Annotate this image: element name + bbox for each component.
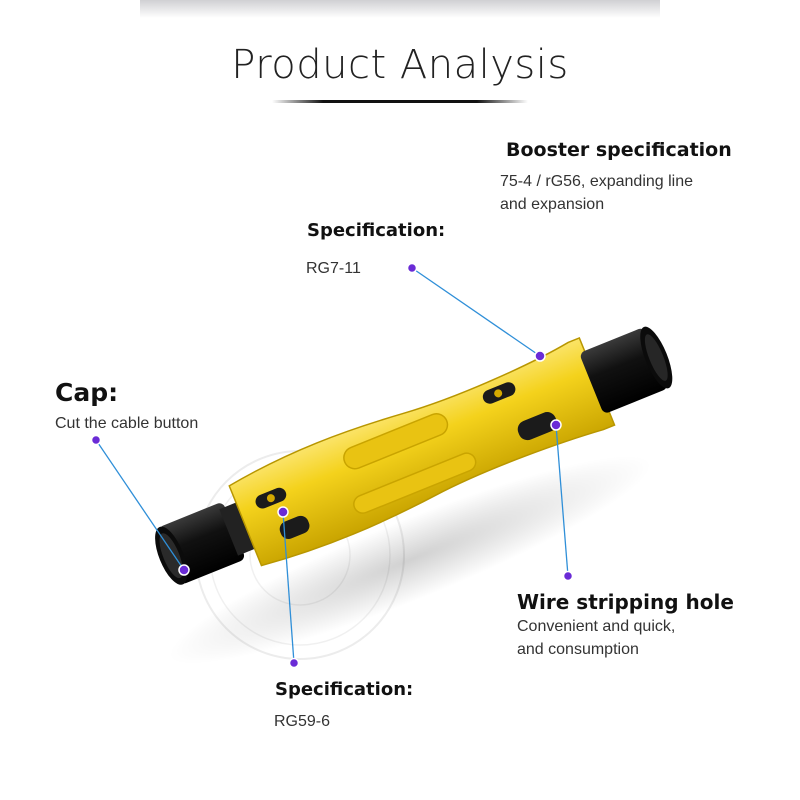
yellow-body — [228, 336, 616, 567]
title-underline — [272, 100, 528, 103]
ridge — [353, 452, 477, 514]
slot — [279, 515, 310, 539]
wire-hole-heading: Wire stripping hole — [517, 590, 734, 614]
callout-dots — [90, 262, 574, 669]
cap-text: Cut the cable button — [55, 415, 199, 432]
rivet — [494, 389, 503, 398]
top-shadow — [140, 0, 660, 18]
right-cap — [580, 326, 673, 413]
cap-heading: Cap: — [55, 378, 119, 407]
wire-stripping-hole — [517, 412, 557, 441]
ridge — [343, 413, 449, 470]
tool-shadow — [168, 455, 652, 665]
booster-text-line2: and expansion — [500, 196, 605, 213]
page-title: Product Analysis — [231, 42, 569, 88]
booster-text-line1: 75-4 / rG56, expanding line — [500, 173, 694, 190]
spec-top-value: RG7-11 — [306, 260, 361, 277]
rivet — [266, 494, 275, 503]
spec-bottom-value: RG59-6 — [274, 713, 331, 730]
spec-top-heading: Specification: — [307, 220, 446, 241]
wire-hole-text-line2: and consumption — [517, 641, 639, 658]
booster-heading: Booster specification — [506, 139, 732, 161]
leader-lines — [95, 267, 569, 664]
spec-bottom-heading: Specification: — [275, 679, 414, 700]
wire-hole-text-line1: Convenient and quick, — [517, 618, 676, 635]
